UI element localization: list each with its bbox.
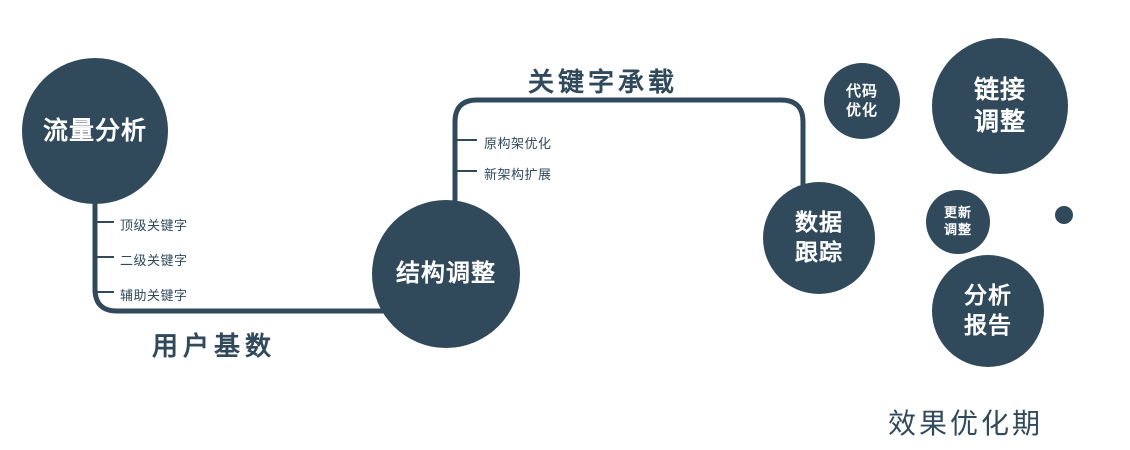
branch-label-new-architecture: 新架构扩展 — [484, 167, 552, 182]
branch-label-original-architecture: 原构架优化 — [484, 136, 552, 151]
edge-label-user-base: 用户基数 — [152, 331, 277, 361]
node-link-adjustment: 链接 调整 — [932, 38, 1068, 174]
caption-effect-optimization-period: 效果优化期 — [888, 408, 1044, 439]
edge-structure-to-tracking — [452, 97, 806, 208]
node-small-dot — [1055, 206, 1073, 224]
branch-label-secondary-keywords: 二级关键字 — [120, 253, 188, 268]
node-structure-adjustment: 结构调整 — [372, 200, 520, 348]
node-code-optimization: 代码 优化 — [824, 63, 900, 139]
edge-label-keyword-load: 关键字承载 — [528, 67, 679, 97]
branch-label-auxiliary-keywords: 辅助关键字 — [120, 288, 188, 303]
branch-label-top-keywords: 顶级关键字 — [120, 218, 188, 233]
edge-traffic-to-structure — [92, 150, 388, 314]
node-traffic-analysis: 流量分析 — [22, 58, 168, 204]
node-data-tracking: 数据 跟踪 — [763, 182, 875, 294]
node-update-adjustment: 更新 调整 — [926, 190, 990, 254]
node-analysis-report: 分析 报告 — [932, 255, 1044, 367]
